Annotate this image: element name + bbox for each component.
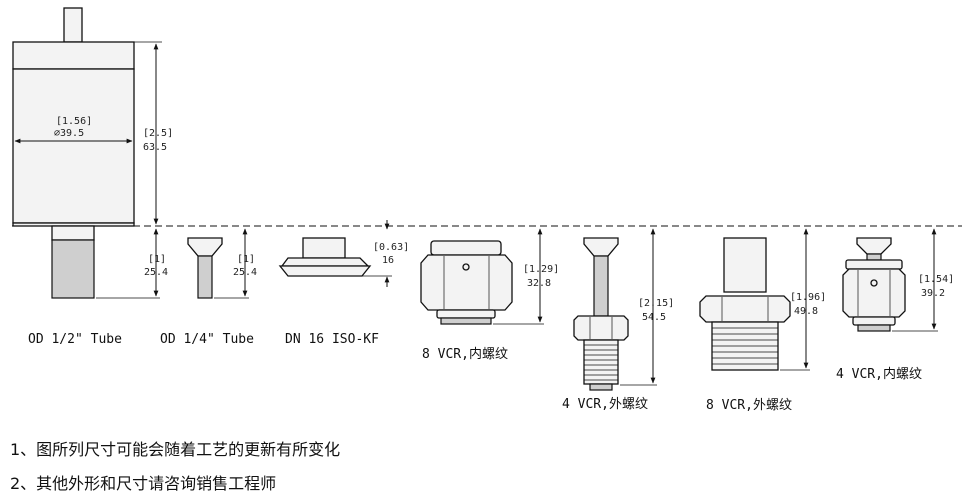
- fitting-4vcr-female: [842, 228, 938, 332]
- fitting-2-dim-in: [1]: [237, 254, 255, 265]
- fitting-od-quarter-tube: [187, 228, 249, 299]
- fitting-7-dim-mm: 39.2: [921, 288, 945, 299]
- fitting-iso-kf: [278, 220, 392, 287]
- technical-drawing: [1.56] ∅39.5 [2.5] 63.5 [1] 25.4 OD 1/2"…: [12, 7, 962, 413]
- fitting-1-dim-mm: 25.4: [144, 267, 168, 278]
- fitting-4-dim-in: [1.29]: [523, 264, 559, 275]
- sensor-height-mm: 63.5: [143, 142, 167, 153]
- sensor-diameter-mm: ∅39.5: [54, 128, 84, 139]
- fitting-1-dim-in: [1]: [148, 254, 166, 265]
- fitting-3-dim-in: [0.63]: [373, 242, 409, 253]
- fitting-6-label: 8 VCR,外螺纹: [706, 398, 792, 413]
- fitting-5-label: 4 VCR,外螺纹: [562, 397, 648, 412]
- fitting-6-dim-mm: 49.8: [794, 306, 818, 317]
- fitting-4-label: 8 VCR,内螺纹: [422, 346, 508, 362]
- fitting-7-label: 4 VCR,内螺纹: [836, 366, 922, 382]
- fitting-4vcr-male: [573, 228, 657, 391]
- fitting-8vcr-male: [699, 228, 810, 371]
- fitting-5-dim-mm: 54.5: [642, 312, 666, 323]
- fitting-8vcr-female: [420, 228, 544, 325]
- fitting-2-label: OD 1/4" Tube: [160, 332, 254, 347]
- note-2: 2、其他外形和尺寸请咨询销售工程师: [10, 474, 277, 493]
- fitting-6-dim-in: [1.96]: [790, 292, 826, 303]
- fitting-7-dim-in: [1.54]: [918, 274, 954, 285]
- fitting-3-label: DN 16 ISO-KF: [285, 332, 379, 347]
- fitting-od-half-tube: [51, 225, 160, 299]
- note-1: 1、图所列尺寸可能会随着工艺的更新有所变化: [10, 440, 341, 459]
- fitting-3-dim-mm: 16: [382, 255, 394, 266]
- fitting-2-dim-mm: 25.4: [233, 267, 257, 278]
- fitting-4-dim-mm: 32.8: [527, 278, 551, 289]
- sensor-height-in: [2.5]: [143, 128, 173, 139]
- fitting-5-dim-in: [2.15]: [638, 298, 674, 309]
- fitting-1-label: OD 1/2" Tube: [28, 332, 122, 347]
- sensor-diameter-in: [1.56]: [56, 116, 92, 127]
- sensor-body: [12, 7, 135, 227]
- sensor-height-dimension: [82, 41, 162, 225]
